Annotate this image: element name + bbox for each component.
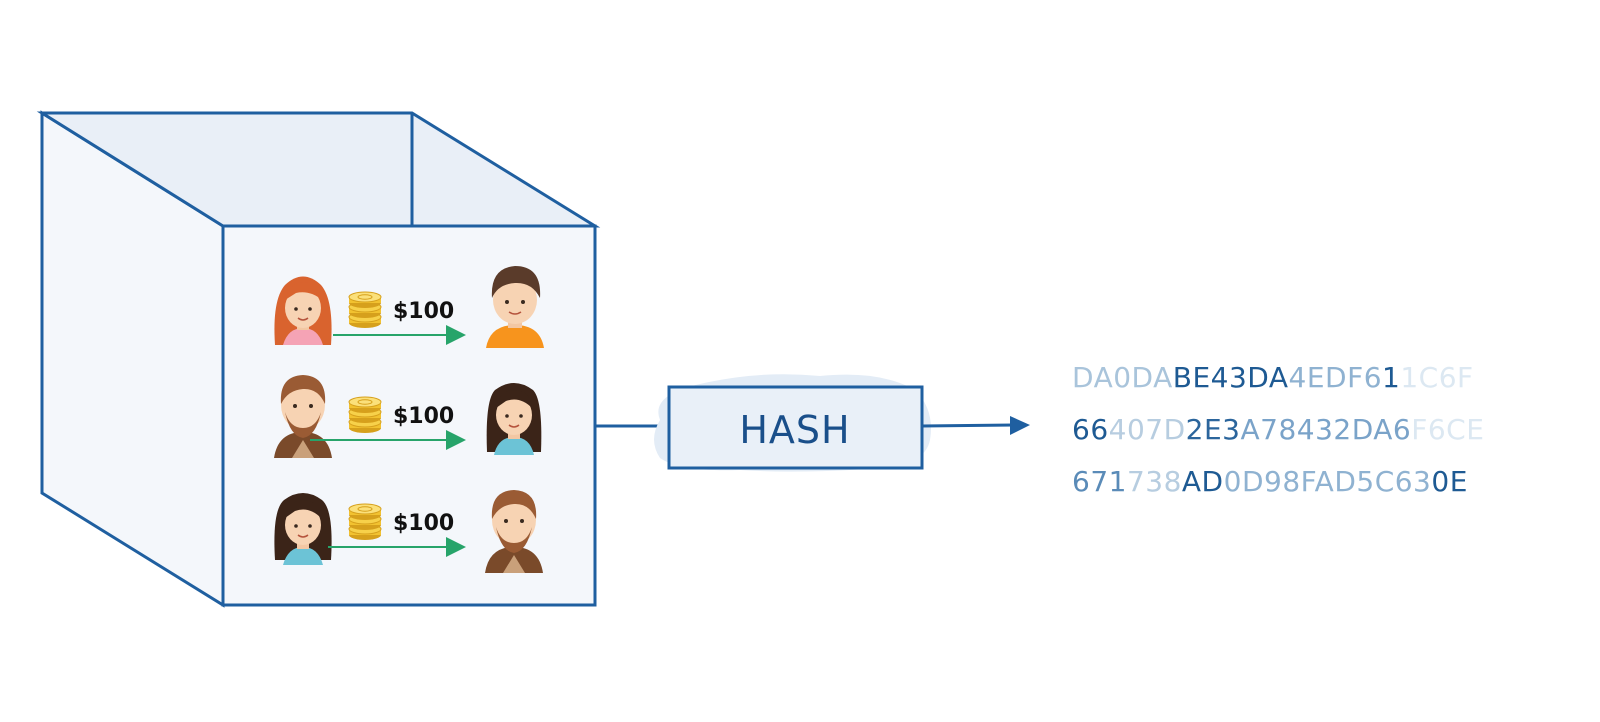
hash-box: HASH [654,374,931,472]
hash-segment: F6CE [1411,413,1485,446]
hash-segment: 4EDF6 [1288,361,1383,394]
hash-to-output-arrow [921,416,1030,435]
hash-segment: 1C6F [1400,361,1474,394]
transaction-3: $100 [274,490,543,573]
hash-segment: 738 [1126,465,1182,498]
hash-segment: BE43DA [1172,361,1289,394]
amount-label: $100 [393,511,454,536]
coin-stack-icon [348,503,382,541]
hash-segment: 0E [1431,465,1468,498]
hash-segment: 0D98FAD5C63 [1223,465,1432,498]
sender-avatar-red-haired-woman [274,276,332,345]
hash-segment: 671 [1072,465,1127,498]
hash-output: DA0DABE43DA4EDF611C6F 66407D2E3A78432DA6… [1072,352,1572,508]
transaction-2: $100 [274,375,542,458]
hash-segment: A78432DA6 [1240,413,1412,446]
hash-segment: AD [1181,465,1224,498]
transaction-1: $100 [274,266,544,348]
receiver-avatar-young-man [486,266,544,348]
coin-stack-icon [348,291,382,329]
hash-segment: 2E3 [1185,413,1241,446]
coin-stack-icon [348,396,382,434]
hash-line-3: 671738AD0D98FAD5C630E [1072,456,1572,508]
hash-label: HASH [739,408,850,452]
sender-avatar-dark-haired-woman [274,493,332,565]
sender-avatar-bearded-man [274,375,332,458]
amount-label: $100 [393,299,454,324]
hash-line-1: DA0DABE43DA4EDF611C6F [1072,352,1572,404]
receiver-avatar-dark-haired-woman [486,383,542,455]
hash-segment: 66 [1072,413,1109,446]
hash-segment: 407D [1108,413,1186,446]
amount-label: $100 [393,404,454,429]
hash-segment: DA0DA [1072,361,1173,394]
hash-line-2: 66407D2E3A78432DA6F6CE [1072,404,1572,456]
receiver-avatar-bearded-man [485,490,543,573]
hash-segment: 1 [1382,361,1401,394]
